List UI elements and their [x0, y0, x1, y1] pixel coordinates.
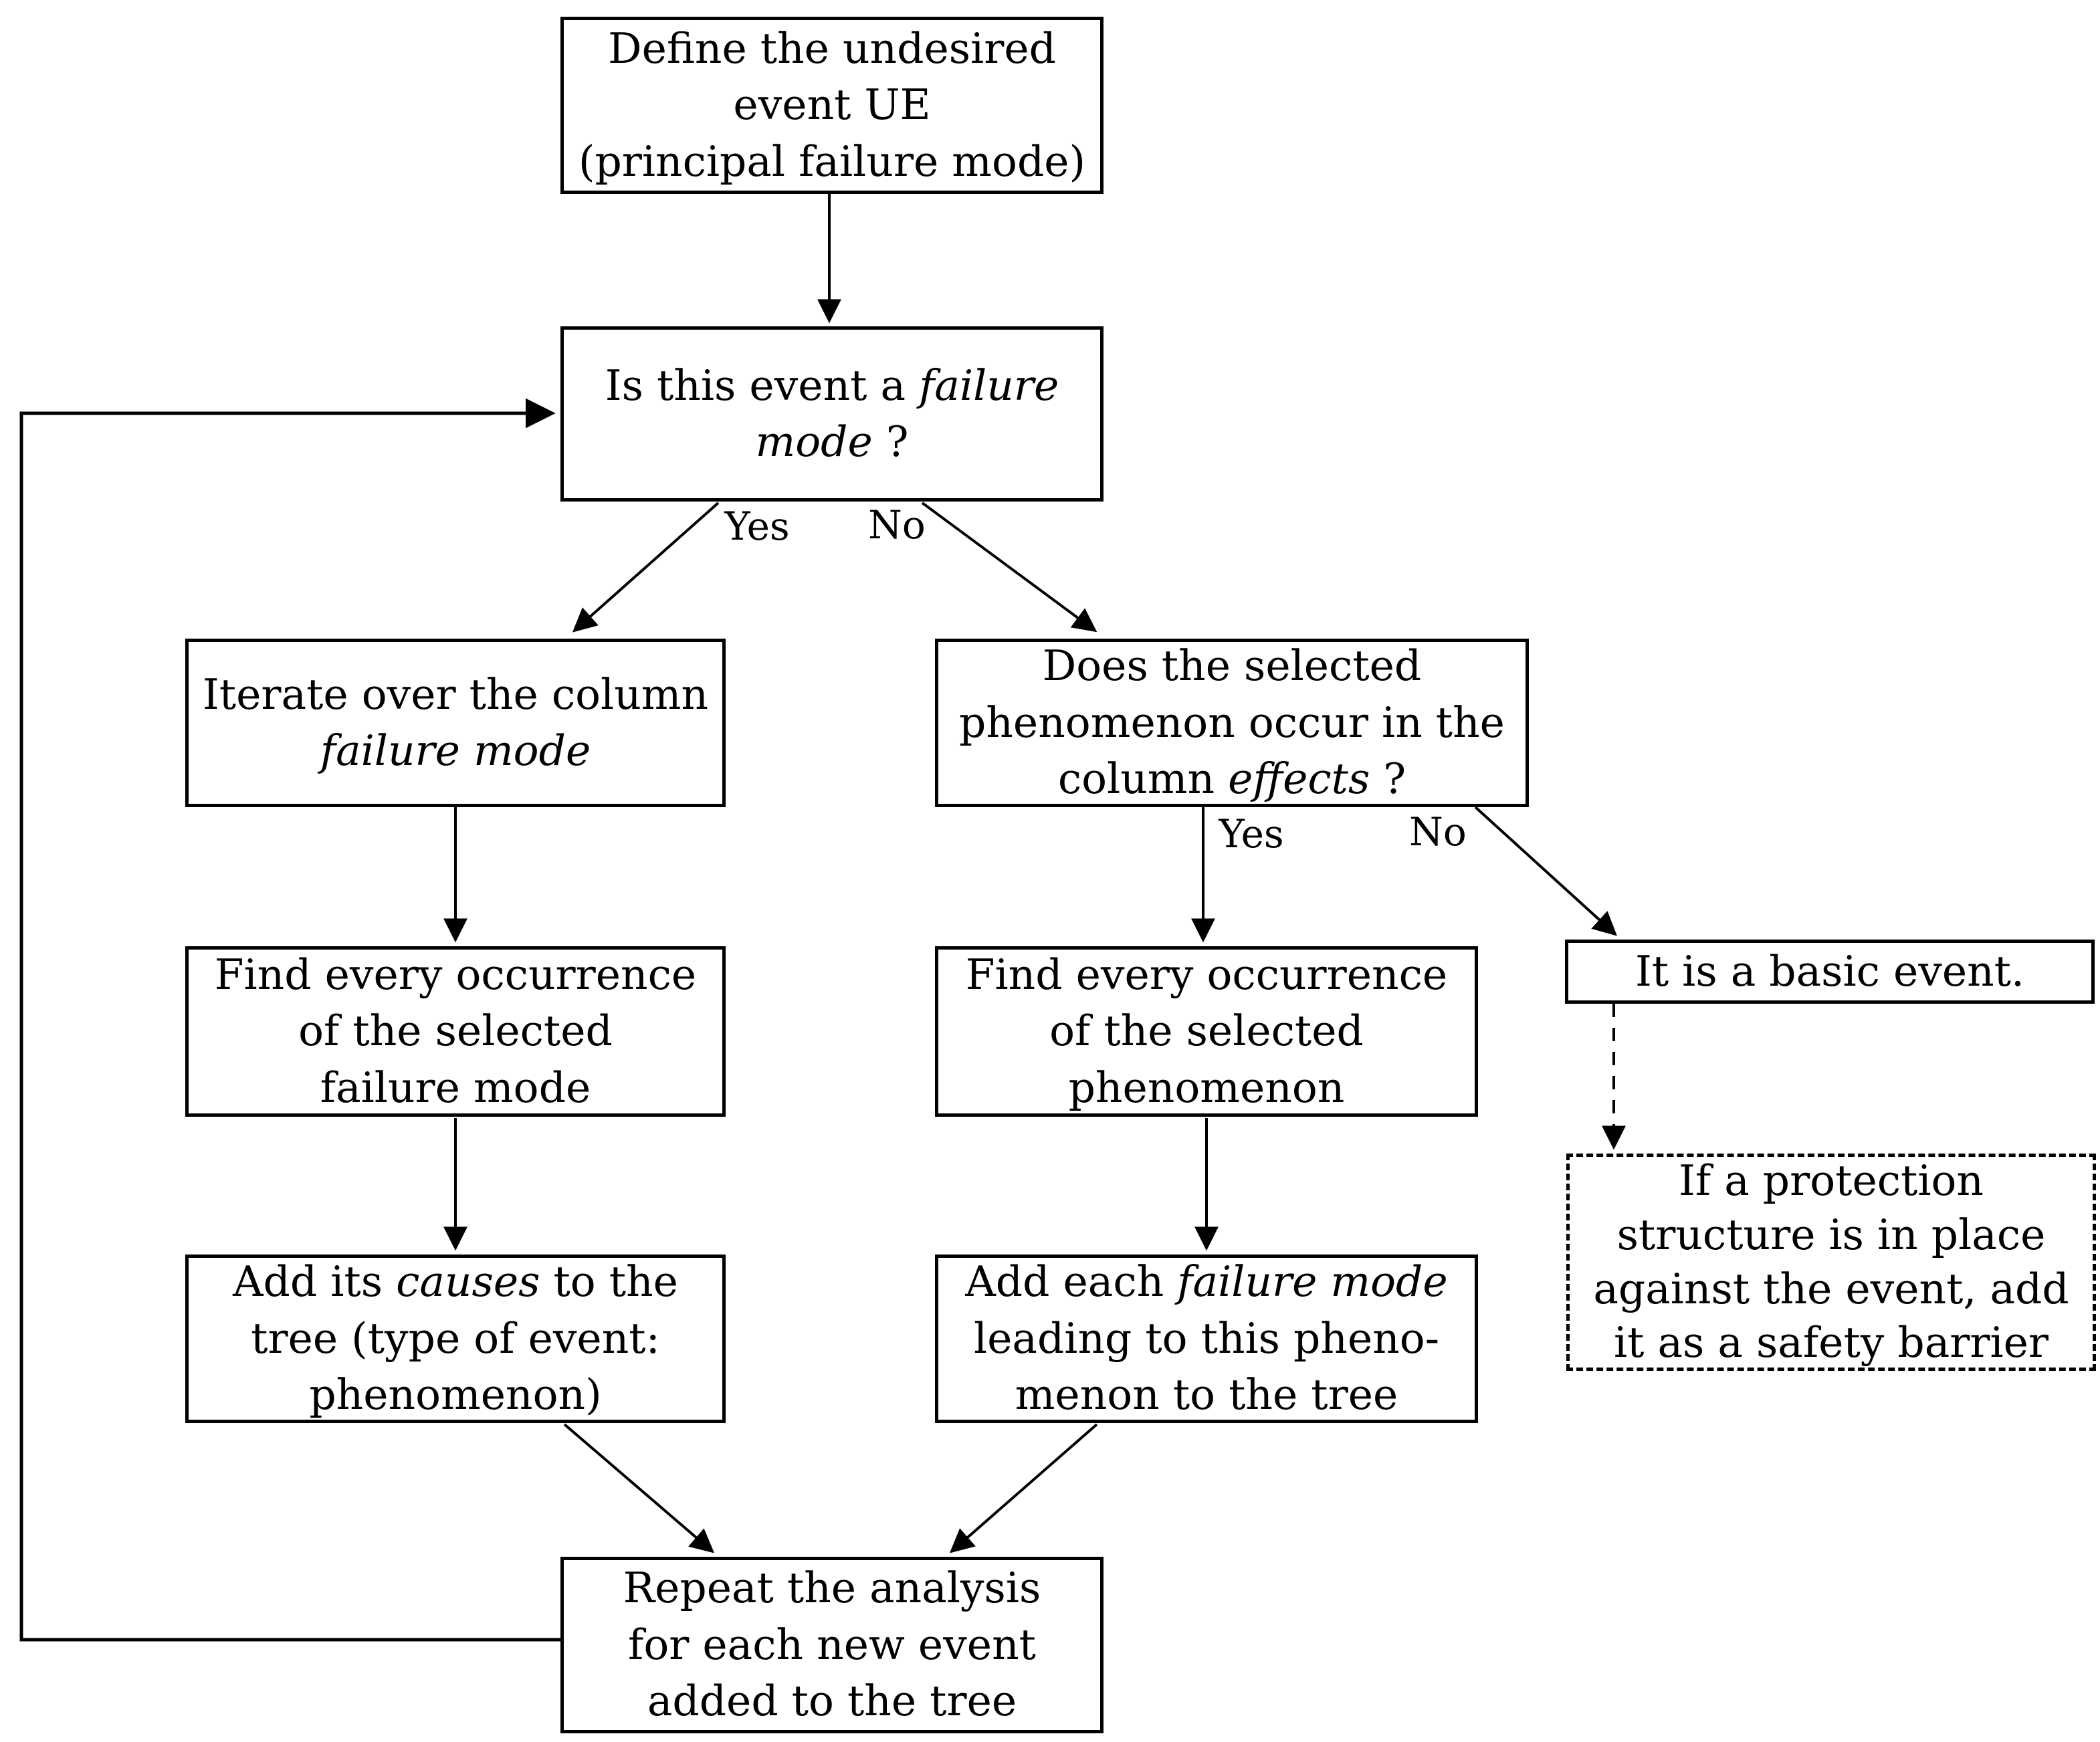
text-segment: column [1057, 754, 1229, 804]
text-segment: Find every occurrence [965, 950, 1448, 999]
text-segment: ? [1370, 754, 1406, 804]
node-protection-line-4: it as a safety barrier [1614, 1316, 2049, 1370]
text-segment-italic: failure mode [320, 726, 591, 775]
text-segment: Find every occurrence [214, 950, 697, 999]
text-segment: added to the tree [647, 1676, 1017, 1726]
arrow-no-right [1474, 806, 1617, 936]
node-addfm-line-3: menon to the tree [1015, 1367, 1398, 1423]
node-repeat-line-3: added to the tree [647, 1673, 1017, 1729]
node-basic-event: It is a basic event. [1565, 940, 2095, 1004]
node-addcauses-line-2: tree (type of event: [251, 1311, 660, 1367]
node-basic-line-1: It is a basic event. [1635, 944, 2024, 1000]
node-add-failure-modes-to-tree: Add each failure mode leading to this ph… [935, 1255, 1478, 1423]
text-segment: event UE [733, 80, 931, 130]
text-segment-italic: causes [396, 1257, 540, 1307]
node-protection-safety-barrier: If a protection structure is in place ag… [1566, 1154, 2096, 1371]
text-segment: of the selected [298, 1006, 613, 1056]
node-findfm-line-2: of the selected [298, 1003, 613, 1059]
node-findph-line-1: Find every occurrence [966, 947, 1447, 1003]
arrow-yes-left [572, 502, 720, 633]
text-segment-italic: mode [755, 417, 873, 466]
arrow-no-left [921, 502, 1097, 633]
node-find-occurrence-phenomenon: Find every occurrence of the selected ph… [935, 946, 1478, 1117]
text-segment: Define the undesired [608, 23, 1056, 73]
branch-label-yes-right: Yes [1219, 811, 1284, 857]
text-segment: failure mode [320, 1063, 591, 1112]
arrow-addfm-to-repeat [949, 1423, 1098, 1553]
node-addfm-line-1: Add each failure mode [965, 1254, 1447, 1310]
text-segment: Is this event a [605, 360, 920, 410]
text-segment: phenomenon) [309, 1370, 602, 1420]
node-define-line-2: event UE [733, 77, 930, 133]
text-segment: against the event, add [1593, 1264, 2069, 1313]
text-segment: for each new event [628, 1620, 1036, 1669]
node-addfm-line-2: leading to this pheno- [974, 1311, 1439, 1367]
arrow-addcauses-to-repeat [563, 1423, 715, 1553]
node-phenomenon-in-effects-question: Does the selected phenomenon occur in th… [935, 639, 1529, 807]
node-add-causes-to-tree: Add its causes to the tree (type of even… [185, 1255, 726, 1423]
text-segment: Add its [233, 1257, 397, 1307]
text-segment: ? [872, 417, 909, 466]
node-find-occurrence-failure-mode: Find every occurrence of the selected fa… [185, 946, 726, 1117]
node-findph-line-2: of the selected [1049, 1003, 1364, 1059]
branch-label-no-left: No [868, 502, 926, 548]
text-segment: (principal failure mode) [578, 136, 1086, 186]
node-iterate-line-1: Iterate over the column [203, 667, 708, 723]
text-segment: tree (type of event: [251, 1313, 660, 1363]
branch-label-no-right: No [1409, 809, 1467, 855]
node-define-line-1: Define the undesired [608, 21, 1056, 77]
node-question2-line-3: column effects ? [1058, 751, 1406, 807]
node-iterate-line-2: failure mode [320, 723, 591, 779]
text-segment: phenomenon occur in the [959, 697, 1505, 747]
node-define-undesired-event: Define the undesired event UE (principal… [560, 17, 1104, 194]
feedback-loop-repeat-to-question [19, 398, 560, 1642]
node-is-failure-mode-question: Is this event a failure mode ? [560, 326, 1104, 502]
node-question1-line-1: Is this event a failure [605, 358, 1059, 414]
node-repeat-line-2: for each new event [628, 1617, 1036, 1673]
branch-label-yes-left: Yes [724, 504, 790, 549]
text-segment: of the selected [1049, 1006, 1364, 1056]
text-segment: It is a basic event. [1635, 946, 2025, 996]
text-segment: If a protection [1678, 1156, 1984, 1206]
text-segment: structure is in place [1616, 1210, 2046, 1259]
node-iterate-failure-mode-column: Iterate over the column failure mode [185, 639, 726, 807]
node-define-line-3: (principal failure mode) [579, 134, 1085, 190]
node-question2-line-2: phenomenon occur in the [959, 695, 1505, 751]
node-findfm-line-1: Find every occurrence [215, 947, 696, 1003]
node-question1-line-2: mode ? [755, 414, 908, 470]
node-question2-line-1: Does the selected [1043, 638, 1422, 694]
node-addcauses-line-1: Add its causes to the [233, 1254, 678, 1310]
text-segment: it as a safety barrier [1613, 1318, 2049, 1368]
text-segment: menon to the tree [1015, 1370, 1398, 1420]
node-findph-line-3: phenomenon [1069, 1060, 1345, 1116]
text-segment: Repeat the analysis [623, 1563, 1041, 1613]
text-segment: to the [540, 1257, 678, 1307]
text-segment-italic: failure mode [1177, 1257, 1448, 1307]
node-protection-line-1: If a protection [1679, 1154, 1984, 1208]
text-segment: phenomenon [1068, 1063, 1345, 1112]
node-protection-line-2: structure is in place [1617, 1208, 2046, 1263]
text-segment: Does the selected [1042, 641, 1422, 691]
node-protection-line-3: against the event, add [1593, 1263, 2069, 1317]
text-segment-italic: effects [1228, 754, 1370, 804]
node-findfm-line-3: failure mode [320, 1060, 591, 1116]
text-segment: Iterate over the column [202, 669, 709, 719]
node-repeat-analysis: Repeat the analysis for each new event a… [560, 1557, 1104, 1733]
node-addcauses-line-3: phenomenon) [309, 1367, 601, 1423]
text-segment-italic: failure [919, 360, 1059, 410]
node-repeat-line-1: Repeat the analysis [623, 1560, 1041, 1616]
text-segment: leading to this pheno- [973, 1313, 1440, 1363]
text-segment: Add each [965, 1257, 1178, 1307]
